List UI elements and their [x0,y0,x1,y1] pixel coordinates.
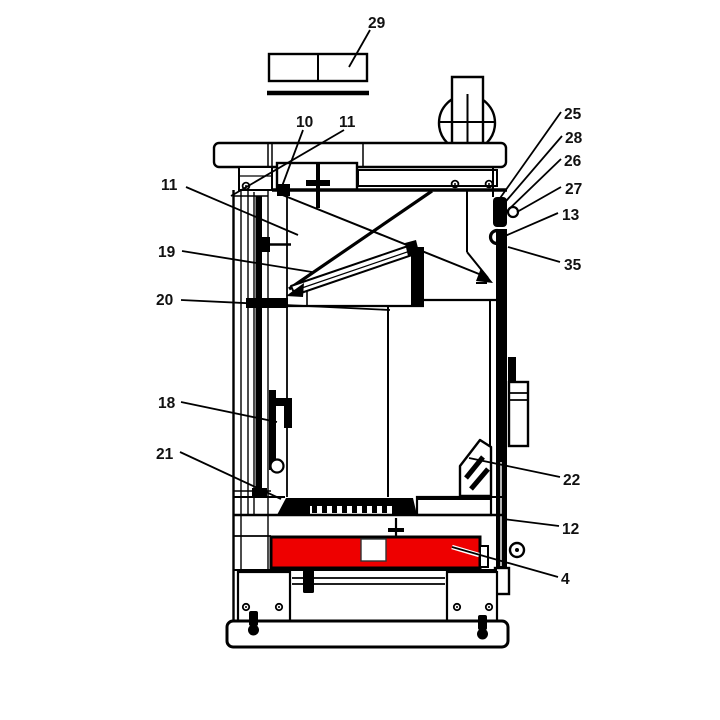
part-label-26: 26 [564,153,582,170]
leader-lines [179,29,563,578]
wall-bracket-step [508,357,516,383]
wall-handle [507,380,530,448]
part-label-22: 22 [563,472,580,489]
base-column-left [236,570,292,624]
part-label-4: 4 [561,571,570,588]
part-label-19: 19 [158,244,176,261]
top-baffle-part [267,52,369,96]
side-bolt-center [515,548,519,552]
part-label-21: 21 [156,446,174,463]
part-label-29: 29 [368,15,386,32]
log-retainer-bracket [269,390,292,474]
leader-line-20 [180,299,391,311]
door-glass-seal [255,196,262,490]
bracket-bolt [269,458,285,474]
grate-assembly [233,495,507,517]
leader-line-27 [516,186,562,213]
leader-line-21 [179,451,282,500]
leader-line-12 [502,518,560,527]
leader-line-26 [504,158,562,214]
part-label-35: 35 [564,257,582,274]
door-hinge-top [277,184,290,196]
leader-line-4 [451,546,559,578]
leader-line-25 [497,111,562,202]
baffle-end-box [411,247,424,306]
part-labels: 29 10 11 11 19 20 18 21 25 28 26 27 13 3… [156,15,583,588]
part-label-25: 25 [564,106,582,123]
leader-line-13 [504,212,559,237]
base-bolt-left [248,611,259,636]
base-plate [225,619,510,649]
leader-line-19 [181,250,313,273]
base-assembly [225,569,510,649]
grate-teeth [312,506,387,513]
part-label-27: 27 [565,181,582,198]
part-label-18: 18 [158,395,176,412]
door-latch-block [246,298,288,308]
door-foot [252,488,267,498]
door-assembly [232,190,291,621]
leader-line-18 [180,401,278,423]
part-label-13: 13 [562,207,580,224]
center-anchor-mark [306,164,330,208]
drawer-guide-peg [303,570,314,593]
drawer-notch [360,538,387,562]
part-label-10: 10 [296,114,313,131]
flue-collar [437,75,497,153]
leader-line-11-top [230,129,345,197]
leader-line-22 [468,457,561,478]
part-label-28: 28 [565,130,583,147]
leader-line-11-left [185,186,299,236]
leader-line-29 [348,29,371,68]
rear-wall [493,229,530,596]
rear-flue-guide [288,189,433,291]
part-label-11-left: 11 [161,177,178,194]
base-column-right [445,570,499,624]
part-label-20: 20 [156,292,173,309]
air-flow-arrow-icon [476,268,493,283]
base-bolt-right [477,615,488,640]
baffle-plate [286,240,419,297]
air-path-line [279,193,485,277]
base-screw-icons [241,602,494,612]
part-label-12: 12 [562,521,579,538]
firebox-interior [246,189,496,497]
leader-line-28 [500,135,563,208]
leader-line-35 [507,246,561,263]
part-label-11-top: 11 [339,114,356,131]
